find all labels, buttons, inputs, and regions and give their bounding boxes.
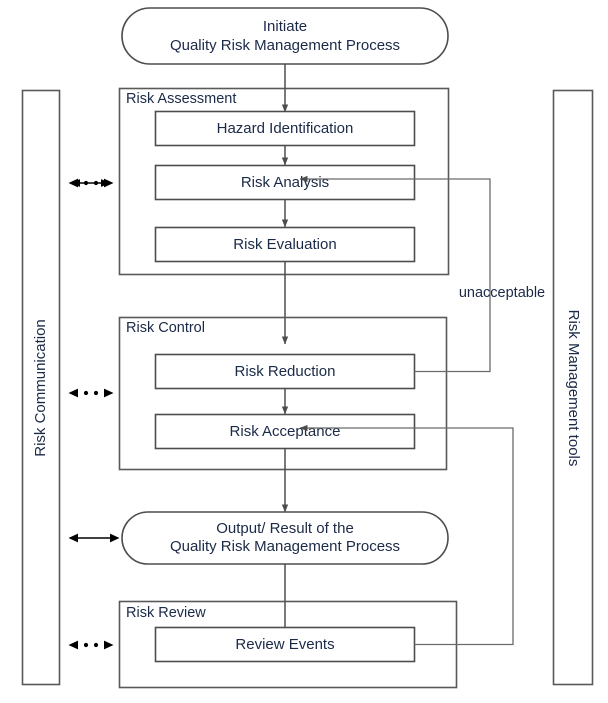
risk-review-label: Risk Review xyxy=(126,605,206,621)
review-events-label: Review Events xyxy=(235,636,334,653)
risk-control-label: Risk Control xyxy=(126,320,205,336)
output-result-line2: Quality Risk Management Process xyxy=(170,538,400,555)
comm-connector-risk-control xyxy=(68,388,114,398)
risk-analysis-label: Risk Analysis xyxy=(241,174,329,191)
edge-review-events-feedback-to-risk-acceptance xyxy=(299,424,514,646)
initiate-node-line1: Initiate xyxy=(263,18,307,35)
risk-reduction-label: Risk Reduction xyxy=(235,363,336,380)
unacceptable-edge-label: unacceptable xyxy=(459,285,545,301)
risk-assessment-group xyxy=(118,87,450,276)
hazard-identification-label: Hazard Identification xyxy=(217,120,354,137)
initiate-node-line2: Quality Risk Management Process xyxy=(170,37,400,54)
edge-unacceptable-feedback-to-risk-analysis xyxy=(299,175,491,373)
comm-connector-risk-assessment xyxy=(68,178,114,188)
risk-control-group xyxy=(118,316,448,471)
risk-communication-label: Risk Communication xyxy=(32,319,49,457)
risk-evaluation-label: Risk Evaluation xyxy=(233,236,336,253)
risk-management-tools-band xyxy=(552,89,594,686)
risk-communication-band xyxy=(21,89,61,686)
risk-assessment-label: Risk Assessment xyxy=(126,91,236,107)
hazard-identification-node[interactable] xyxy=(154,110,416,147)
comm-connector-risk-review xyxy=(68,640,114,650)
risk-acceptance-label: Risk Acceptance xyxy=(230,423,341,440)
output-result-line1: Output/ Result of the xyxy=(216,520,354,537)
risk-management-tools-label: Risk Management tools xyxy=(565,310,582,467)
comm-connector-output xyxy=(68,533,120,543)
